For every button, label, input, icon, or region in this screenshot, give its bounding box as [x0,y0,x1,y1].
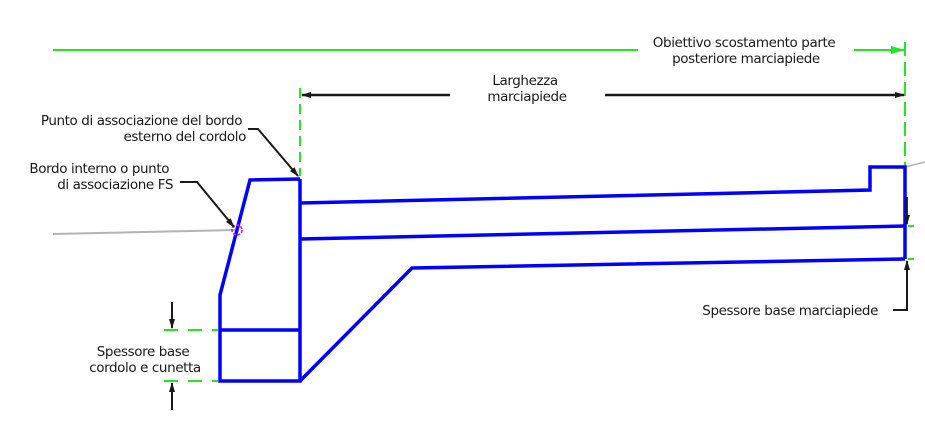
sidewalk-base-label: Spessore base marciapiede [702,303,878,319]
curb-outer-point-leader [248,128,299,177]
curb-outline [218,177,302,383]
sidewalk-subbase [298,257,906,383]
curb-gutter-base-label: Spessore base cordolo e cunetta [89,344,201,376]
curb-profile [218,165,907,383]
existing-ground-right [904,161,925,168]
sidewalk-base-top [299,224,906,241]
inner-edge-point-label: Bordo interno o punto di associazione FS [29,161,173,193]
sidewalk-width-label: Larghezza marciapiede [487,73,566,105]
inner-edge-point-leader [180,181,235,228]
attachment-point-marker-icon [231,224,243,236]
back-offset-label: Obiettivo scostamento parte posteriore m… [653,35,839,67]
curb-outer-point-label: Punto di associazione del bordo esterno … [41,113,246,145]
sidewalk-top-surface [299,165,907,259]
sidewalk-base-leader [893,260,910,311]
existing-ground-left [52,229,237,235]
